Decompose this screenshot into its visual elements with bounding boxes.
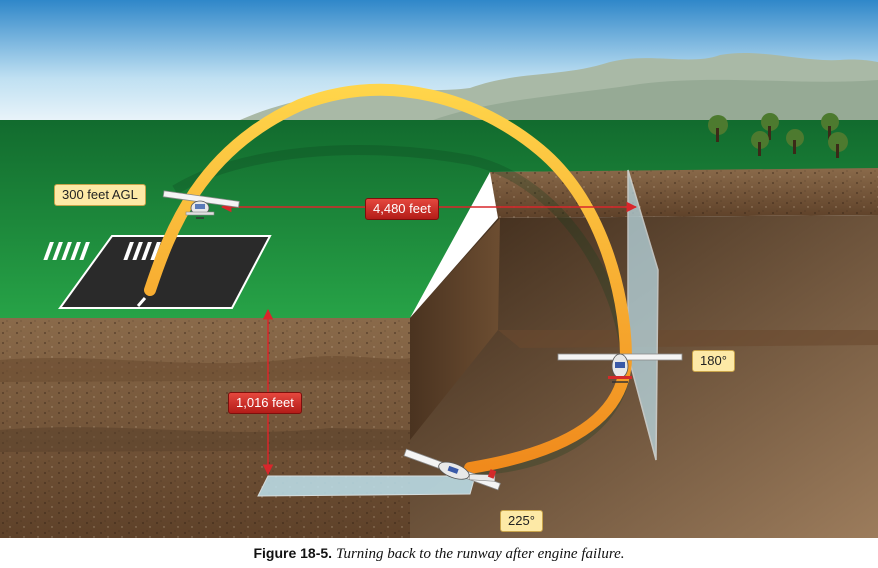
airplane-start	[162, 190, 240, 219]
horizontal-distance-label: 4,480 feet	[365, 198, 439, 220]
altitude-label: 300 feet AGL	[54, 184, 146, 206]
turnback-diagram	[0, 0, 878, 538]
airplane-180	[557, 353, 683, 383]
figure-caption: Figure 18-5. Turning back to the runway …	[0, 544, 878, 563]
ground-plane	[257, 475, 476, 497]
figure-description: Turning back to the runway after engine …	[335, 546, 625, 562]
flight-path	[144, 83, 633, 474]
airplane-225	[403, 448, 501, 491]
figure-number: Figure 18-5.	[253, 545, 333, 561]
angle-180-label: 180°	[692, 350, 735, 372]
vertical-plane	[627, 169, 659, 461]
angle-225-label: 225°	[500, 510, 543, 532]
altitude-loss-label: 1,016 feet	[228, 392, 302, 414]
trees	[708, 113, 848, 158]
